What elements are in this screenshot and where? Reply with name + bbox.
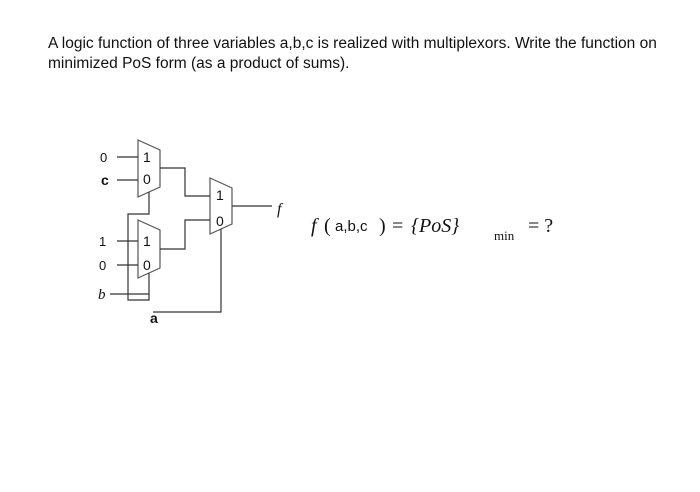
mux-3-port-1: 1 — [216, 187, 224, 203]
mux-1-input-1-label: 0 — [100, 150, 107, 165]
mux-3-body — [209, 177, 233, 235]
mux-2-body — [137, 219, 161, 279]
mux-2: 1 0 1 0 — [99, 219, 161, 279]
equation-f: f — [311, 215, 319, 237]
mux-1-body — [137, 139, 161, 198]
select-a-wire — [153, 229, 222, 313]
equation-tail: = ? — [528, 215, 553, 237]
select-b-wire-to-mux-1 — [127, 192, 150, 301]
equation-equals: = — [392, 215, 403, 237]
equation-set: {PoS} — [411, 215, 459, 237]
mux-2-input-1-label: 1 — [99, 234, 106, 249]
output-label: f — [277, 201, 284, 218]
equation-open-paren: ( — [324, 215, 331, 237]
mux-2-to-mux-3-wire — [160, 219, 210, 250]
mux-2-port-1: 1 — [143, 233, 151, 249]
mux-3-port-0: 0 — [216, 213, 224, 229]
equation-args: a,b,c — [335, 218, 368, 235]
select-b-label: b — [98, 287, 106, 303]
mux-1-port-1: 1 — [143, 149, 151, 165]
mux-2-port-0: 0 — [143, 257, 151, 273]
mux-1-to-mux-3-wire — [160, 167, 210, 197]
select-a-label: a — [150, 310, 158, 326]
equation-subscript: min — [494, 228, 515, 243]
select-b: b — [98, 192, 150, 303]
mux-2-input-0-label: 0 — [99, 258, 106, 273]
mux-1: 1 0 0 c — [100, 139, 161, 198]
mux-1-input-0-label: c — [101, 172, 109, 188]
equation: f ( a,b,c ) = {PoS} min = ? — [311, 215, 553, 243]
question-text: A logic function of three variables a,b,… — [48, 35, 657, 72]
mux-3: 1 0 a f — [150, 167, 284, 326]
equation-close-paren: ) — [379, 215, 386, 237]
mux-1-port-0: 0 — [143, 171, 151, 187]
